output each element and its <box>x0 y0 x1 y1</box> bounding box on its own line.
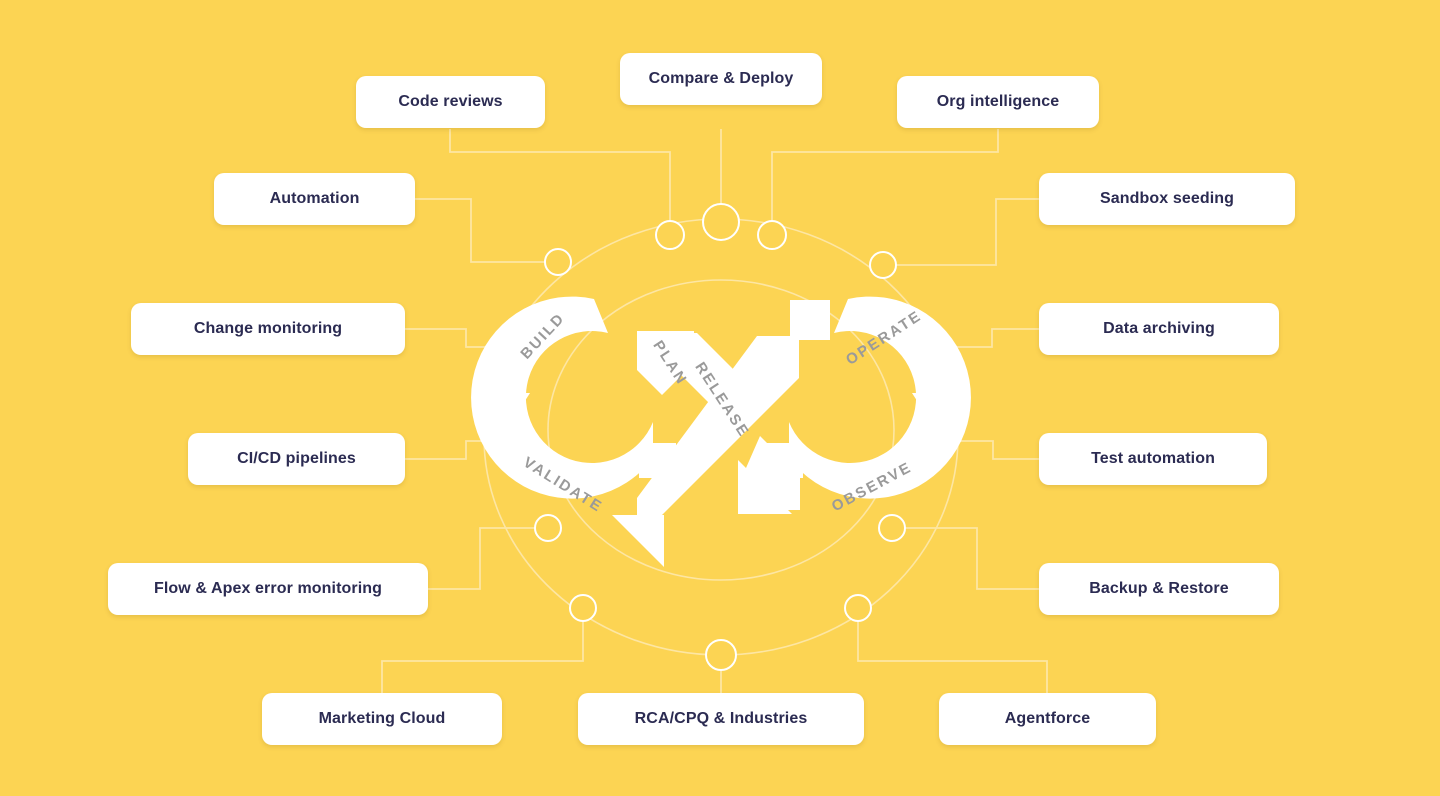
card-label-compare-deploy: Compare & Deploy <box>648 70 794 87</box>
card-change-monitoring[interactable]: Change monitoring <box>131 303 405 355</box>
node-automation <box>544 248 572 276</box>
card-data-archiving[interactable]: Data archiving <box>1039 303 1279 355</box>
loop-stage-validate: VALIDATE <box>520 453 606 517</box>
card-test-automation[interactable]: Test automation <box>1039 433 1267 485</box>
observe-arrowhead <box>912 393 961 432</box>
card-org-intelligence[interactable]: Org intelligence <box>897 76 1099 128</box>
card-compare-deploy[interactable]: Compare & Deploy <box>620 53 822 105</box>
loop-stage-release: RELEASE <box>691 359 753 441</box>
loop-stage-observe: OBSERVE <box>828 458 916 516</box>
node-agentforce <box>844 594 872 622</box>
card-marketing-cloud[interactable]: Marketing Cloud <box>262 693 502 745</box>
orbit-nodes <box>534 203 906 671</box>
card-sandbox-seeding[interactable]: Sandbox seeding <box>1039 173 1295 225</box>
operate-chevron <box>790 300 830 340</box>
node-compare-deploy <box>702 203 740 241</box>
card-label-agentforce: Agentforce <box>1004 710 1091 727</box>
node-sandbox-seeding <box>869 251 897 279</box>
loop-stage-operate: OPERATE <box>842 307 926 369</box>
card-label-backup-restore: Backup & Restore <box>1089 580 1229 597</box>
card-label-flow-apex-error-monitoring: Flow & Apex error monitoring <box>154 580 382 597</box>
card-agentforce[interactable]: Agentforce <box>939 693 1156 745</box>
card-backup-restore[interactable]: Backup & Restore <box>1039 563 1279 615</box>
card-label-cicd-pipelines: CI/CD pipelines <box>237 450 356 467</box>
card-rca-cpq-industries[interactable]: RCA/CPQ & Industries <box>578 693 864 745</box>
card-code-reviews[interactable]: Code reviews <box>356 76 545 128</box>
orbit-arcs <box>483 218 959 656</box>
observe-chevron <box>746 436 800 510</box>
validate-notch <box>639 443 676 478</box>
card-label-code-reviews: Code reviews <box>398 93 503 110</box>
card-label-rca-cpq-industries: RCA/CPQ & Industries <box>634 710 808 727</box>
release-arrowhead <box>612 515 664 567</box>
node-flow-apex <box>534 514 562 542</box>
build-arrowhead <box>481 393 530 432</box>
card-label-test-automation: Test automation <box>1091 450 1215 467</box>
card-automation[interactable]: Automation <box>214 173 415 225</box>
card-label-data-archiving: Data archiving <box>1103 320 1215 337</box>
card-cicd-pipelines[interactable]: CI/CD pipelines <box>188 433 405 485</box>
loop-stage-plan: PLAN <box>649 337 691 389</box>
node-rca-cpq <box>705 639 737 671</box>
node-org-intelligence <box>757 220 787 250</box>
card-label-org-intelligence: Org intelligence <box>936 93 1060 110</box>
operate-notch <box>766 443 803 478</box>
card-label-sandbox-seeding: Sandbox seeding <box>1100 190 1234 207</box>
node-marketing-cloud <box>569 594 597 622</box>
node-code-reviews <box>655 220 685 250</box>
node-backup-restore <box>878 514 906 542</box>
card-label-marketing-cloud: Marketing Cloud <box>318 710 446 727</box>
card-label-change-monitoring: Change monitoring <box>193 320 343 337</box>
operate-observe-ring <box>789 296 971 499</box>
card-flow-apex-error-monitoring[interactable]: Flow & Apex error monitoring <box>108 563 428 615</box>
connector-lines <box>381 129 1048 693</box>
loop-stage-build: BUILD <box>517 309 569 363</box>
observe-chevron-tip <box>738 460 792 514</box>
card-label-automation: Automation <box>269 190 360 207</box>
